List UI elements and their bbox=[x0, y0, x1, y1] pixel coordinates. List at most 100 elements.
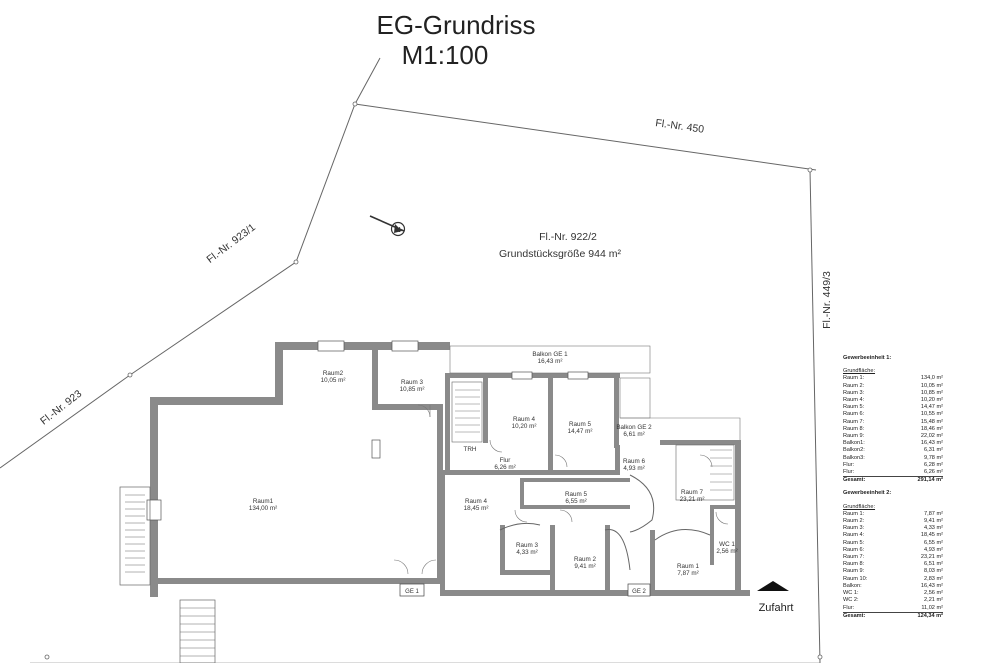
legend-row-label: Raum 5: bbox=[843, 404, 865, 411]
room-label: Raum 1 bbox=[677, 563, 700, 570]
legend-row-value: 22,02 m² bbox=[920, 433, 943, 440]
legend-row: Raum 6:4,93 m² bbox=[843, 547, 943, 554]
room-area: 10,20 m² bbox=[512, 423, 537, 430]
legend-unit1-subheading: Grundfläche: bbox=[843, 368, 876, 375]
room-area: 4,33 m² bbox=[516, 549, 537, 556]
legend-row: Flur:6,28 m² bbox=[843, 462, 943, 469]
curved-walls bbox=[499, 474, 711, 571]
legend-row: Raum 10: 2,83 m² bbox=[843, 576, 943, 583]
room-label: Raum 4 bbox=[513, 416, 536, 423]
legend-row-label: Raum 5: bbox=[843, 539, 865, 546]
legend-row: Flur: 11,02 m² bbox=[843, 605, 943, 612]
legend-row-label: Balkon: bbox=[843, 582, 862, 589]
legend-row-value: 2,83 m² bbox=[924, 575, 943, 582]
legend-row-value: 134,0 m² bbox=[920, 375, 943, 382]
room-label: Raum 3 bbox=[401, 379, 424, 386]
access-arrow-icon bbox=[757, 581, 789, 591]
room-area: 6,26 m² bbox=[494, 464, 515, 471]
legend-row-value: 15,48 m² bbox=[920, 418, 943, 425]
room-label: Raum 2 bbox=[574, 556, 597, 563]
stairs bbox=[119, 381, 735, 663]
parcel-center-label: Fl.-Nr. 922/2 bbox=[539, 231, 597, 243]
room-area: 16,43 m² bbox=[538, 358, 563, 365]
legend-row: Raum 1: 134,0 m² bbox=[843, 375, 943, 382]
legend-unit2-total: Gesamt: 124,34 m² bbox=[843, 611, 943, 620]
legend-row: Balkon3: 9,78 m² bbox=[843, 455, 943, 462]
entry-ge2: GE 2 bbox=[627, 583, 651, 597]
windows bbox=[146, 340, 589, 521]
legend-row-value: 6,26 m² bbox=[924, 469, 943, 476]
legend-row-value: 11,02 m² bbox=[921, 604, 943, 611]
legend-unit1-heading: Gewerbeeinheit 1: bbox=[843, 355, 892, 361]
legend-row-label: Raum 1: bbox=[843, 375, 865, 382]
legend-row-label: Raum 1: bbox=[843, 510, 865, 517]
legend-row-value: 2,21 m² bbox=[924, 597, 943, 604]
legend-row-label: Flur: bbox=[843, 461, 855, 468]
legend-row-label: Raum 9: bbox=[843, 568, 865, 575]
access-label: Zufahrt bbox=[759, 602, 794, 614]
room-area: 23,21 m² bbox=[680, 496, 705, 503]
access-marker: Zufahrt bbox=[757, 581, 793, 614]
boundary-north bbox=[354, 103, 817, 171]
legend-row: Balkon:16,43 m² bbox=[843, 583, 943, 590]
legend-row-label: Raum 4: bbox=[843, 397, 865, 404]
legend-row-label: Balkon1: bbox=[843, 440, 865, 447]
legend-row: Raum 4:18,45 m² bbox=[843, 532, 943, 539]
legend-row-value: 10,85 m² bbox=[920, 389, 943, 396]
legend-row-value: 23,21 m² bbox=[920, 554, 943, 561]
legend-row-label: Balkon3: bbox=[843, 454, 865, 461]
room-label: Raum 7 bbox=[681, 489, 704, 496]
parcel-north-label: Fl.-Nr. 450 bbox=[655, 117, 705, 136]
legend-row: Raum 3:4,33 m² bbox=[843, 525, 943, 532]
legend-row: Raum 8:6,51 m² bbox=[843, 561, 943, 568]
room-area: 134,00 m² bbox=[249, 505, 277, 512]
legend-row-value: 6,55 m² bbox=[924, 539, 943, 546]
room-label: Raum 3 bbox=[516, 542, 539, 549]
legend-row: Raum 5:14,47 m² bbox=[843, 404, 943, 411]
legend-row-label: Raum 2: bbox=[843, 518, 865, 525]
room-label: TRH bbox=[464, 446, 477, 453]
legend-row: Raum 2: 9,41 m² bbox=[843, 518, 943, 525]
legend-row-value: 4,33 m² bbox=[924, 525, 943, 532]
legend-row: Raum 4: 10,20 m² bbox=[843, 397, 943, 404]
room-label: Raum 5 bbox=[565, 491, 588, 498]
legend-row-value: 10,20 m² bbox=[920, 397, 943, 404]
legend-row: Raum 6:10,55 m² bbox=[843, 411, 943, 418]
legend-row-label: Raum 9: bbox=[843, 433, 865, 440]
legend-row-label: Raum 8: bbox=[843, 425, 865, 432]
legend-row-value: 7,87 m² bbox=[924, 510, 943, 517]
entry-ge2-label: GE 2 bbox=[632, 589, 646, 595]
legend-row-label: Raum 3: bbox=[843, 389, 865, 396]
legend-row-label: Flur: bbox=[843, 469, 855, 476]
legend-row: Raum 1: 7,87 m² bbox=[843, 511, 943, 518]
legend-row-label: Raum 7: bbox=[843, 554, 865, 561]
legend-row: Raum 5: 6,55 m² bbox=[843, 540, 943, 547]
room-area: 7,87 m² bbox=[677, 570, 698, 577]
legend-total-label: Gesamt: bbox=[843, 477, 866, 484]
legend-row-value: 8,03 m² bbox=[924, 568, 943, 575]
room-area: 10,05 m² bbox=[321, 377, 346, 384]
doors bbox=[393, 404, 729, 575]
legend-row: Raum 2:10,05 m² bbox=[843, 383, 943, 390]
legend-row-value: 9,41 m² bbox=[924, 518, 943, 525]
parcel-west-lower-label: Fl.-Nr. 923 bbox=[38, 388, 84, 428]
legend-row-value: 18,45 m² bbox=[920, 532, 943, 539]
legend-row-label: Raum 2: bbox=[843, 382, 865, 389]
legend-row-label: Raum 8: bbox=[843, 561, 865, 568]
legend-row-label: WC 1: bbox=[843, 590, 859, 597]
legend-row-label: Raum 6: bbox=[843, 546, 865, 553]
legend-row-label: Flur: bbox=[843, 604, 855, 611]
room-labels: Raum1 134,00 m² Raum2 10,05 m² Raum 3 10… bbox=[249, 351, 738, 577]
legend-row-label: Raum 10: bbox=[843, 575, 868, 582]
room-area: 6,55 m² bbox=[565, 498, 586, 505]
plan-scale: M1:100 bbox=[402, 40, 489, 70]
legend-row-value: 9,78 m² bbox=[924, 454, 943, 461]
room-area: 9,41 m² bbox=[574, 563, 595, 570]
legend-unit1-total: Gesamt: 291,14 m² bbox=[843, 476, 943, 484]
legend-row: Raum 7: 15,48 m² bbox=[843, 419, 943, 426]
legend-row-label: Raum 7: bbox=[843, 418, 865, 425]
room-area: 14,47 m² bbox=[568, 428, 593, 435]
legend-row-value: 2,56 m² bbox=[924, 590, 943, 597]
legend-row-value: 6,31 m² bbox=[924, 447, 943, 454]
